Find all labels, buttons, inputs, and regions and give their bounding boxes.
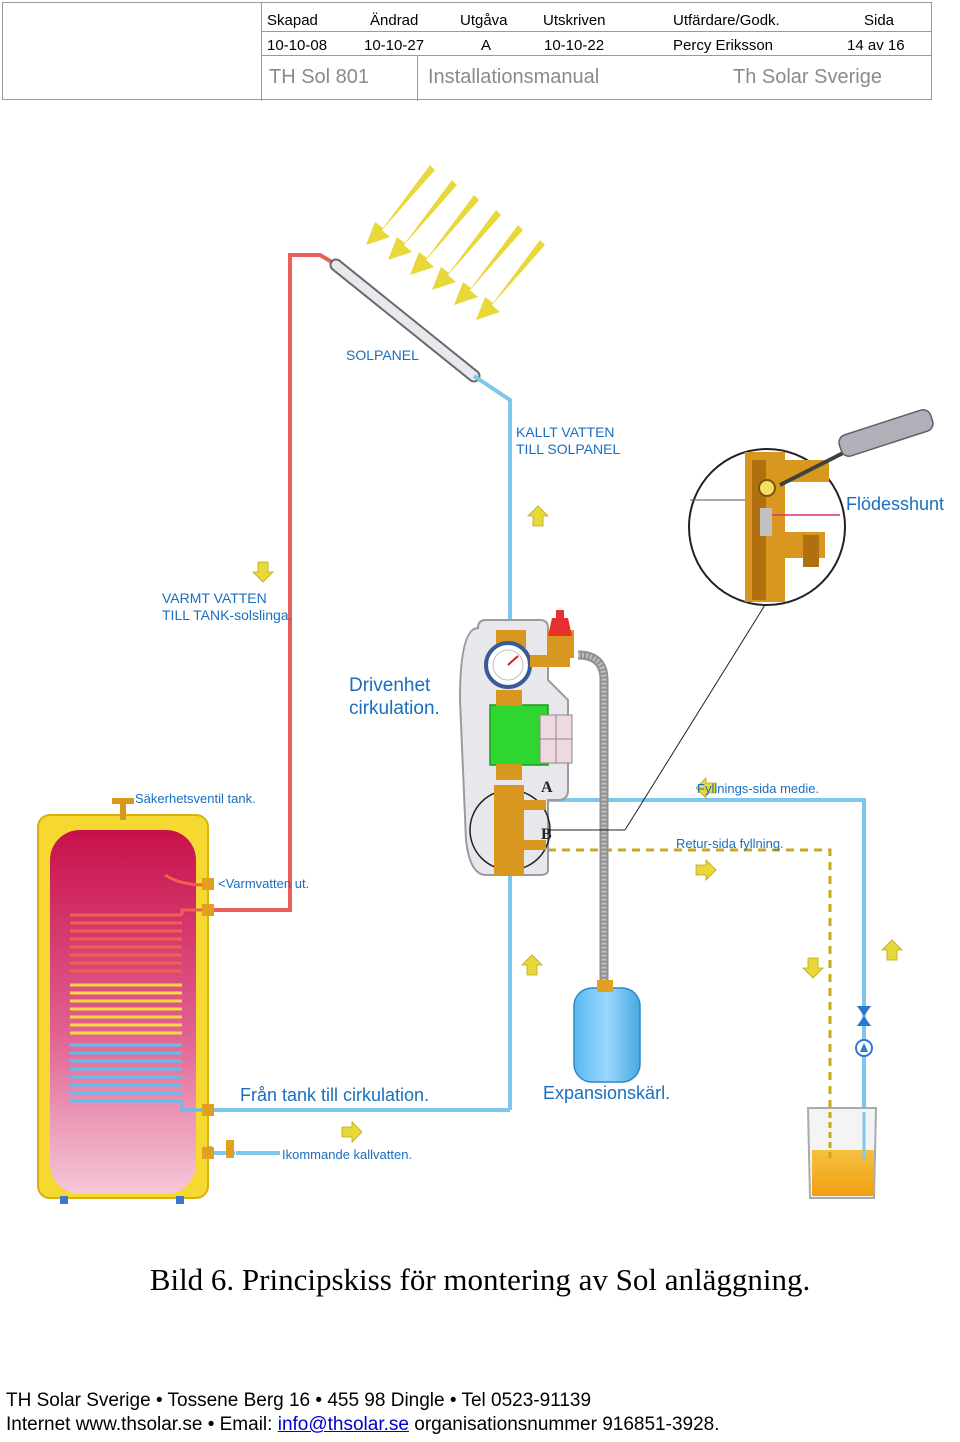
sunlight-arrows [366, 165, 545, 320]
header-value-skapad: 10-10-08 [267, 37, 328, 54]
label-retur-sida: Retur-sida fyllning. [676, 836, 784, 851]
header-label-utfardare: Utfärdare/Godk. [673, 12, 780, 29]
return-fill-line [548, 848, 832, 1160]
header-divider [417, 55, 418, 101]
header-label-skapad: Skapad [267, 12, 318, 29]
header-value-utfardare: Percy Eriksson [673, 37, 774, 54]
document-header: Skapad Ändrad Utgåva Utskriven Utfärdare… [2, 2, 932, 101]
tank-fittings [202, 878, 234, 1159]
label-fran-tank: Från tank till cirkulation. [240, 1085, 429, 1105]
header-label-utgava: Utgåva [460, 12, 508, 29]
fill-valve [855, 1006, 873, 1057]
label-drivenhet-1: Drivenhet [349, 675, 431, 696]
header-label-sida: Sida [864, 12, 895, 29]
flodesshunt-detail [548, 409, 934, 831]
hot-pipe [212, 253, 339, 912]
footer-address: TH Solar Sverige • Tossene Berg 16 • 455… [6, 1390, 592, 1411]
header-divider [261, 3, 262, 101]
header-value-utskriven: 10-10-22 [544, 37, 605, 54]
header-divider [261, 55, 931, 56]
label-varmt-vatten-2: TILL TANK-solslinga. [162, 607, 292, 623]
label-fyllnings-sida: Fyllnings-sida medie. [697, 781, 819, 796]
pump-station [458, 610, 574, 876]
label-sakerhetsventil: Säkerhetsventil tank. [135, 791, 256, 806]
marker-a: A [541, 779, 553, 796]
header-value-sida: 14 av 16 [847, 37, 905, 54]
footer-orgnr: organisationsnummer 916851-3928. [408, 1414, 720, 1435]
header-value-utgava: A [481, 37, 492, 54]
label-varmvatten-ut: <Varmvatten ut. [218, 876, 309, 891]
footer-web: Internet www.thsolar.se • Email: [6, 1414, 278, 1435]
doc-title: Installationsmanual [428, 66, 600, 88]
flow-arrows [252, 505, 903, 1143]
label-solpanel: SOLPANEL [346, 347, 419, 363]
header-label-andrad: Ändrad [370, 12, 419, 29]
fill-beaker [806, 1107, 878, 1199]
label-flodesshunt: Flödesshunt [846, 494, 944, 514]
label-varmt-vatten-1: VARMT VATTEN [162, 590, 267, 606]
footer-email-link[interactable]: info@thsolar.se [277, 1414, 409, 1435]
tank-coils [70, 873, 206, 1112]
header-divider [261, 31, 931, 32]
expansion-vessel [573, 980, 641, 1083]
label-kallt-vatten-1: KALLT VATTEN [516, 424, 615, 440]
figure-caption: Bild 6. Principskiss för montering av So… [149, 1262, 811, 1297]
header-value-andrad: 10-10-27 [364, 37, 425, 54]
solar-panel [329, 258, 481, 383]
expansion-hose [577, 650, 609, 985]
company-name: Th Solar Sverige [733, 66, 882, 88]
marker-b: B [541, 826, 552, 843]
label-drivenhet-2: cirkulation. [349, 698, 440, 719]
footer-contact: Internet www.thsolar.se • Email: info@th… [6, 1414, 720, 1436]
label-kallt-vatten-2: TILL SOLPANEL [516, 441, 620, 457]
label-ikommande-kallvatten: Ikommande kallvatten. [282, 1147, 412, 1162]
doc-id: TH Sol 801 [269, 66, 370, 88]
header-label-utskriven: Utskriven [543, 12, 606, 29]
expansion-hose-rib [577, 652, 607, 985]
label-expansionskarl: Expansionskärl. [543, 1083, 670, 1103]
solar-installation-diagram: SOLPANEL KALLT VATTEN TILL SOLPANEL Flöd… [37, 165, 944, 1204]
